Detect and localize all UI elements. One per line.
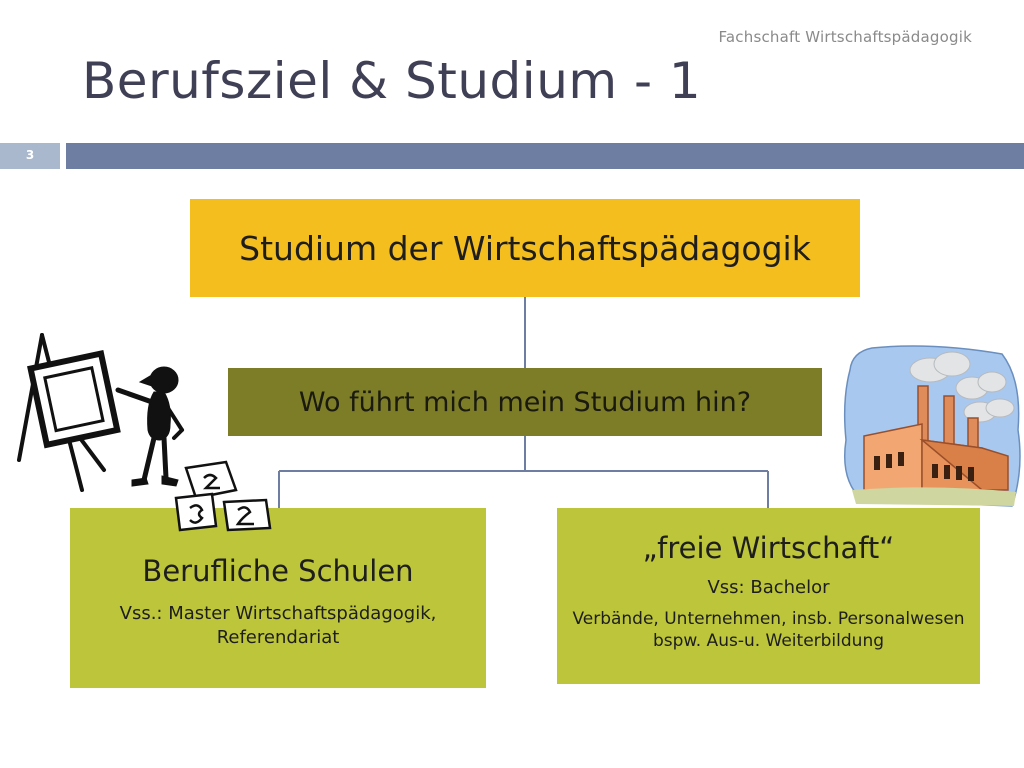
department-label: Fachschaft Wirtschaftspädagogik (718, 28, 972, 46)
node-studium: Studium der Wirtschaftspädagogik (190, 199, 860, 297)
factory-clipart (843, 345, 1021, 507)
node-studium-label: Studium der Wirtschaftspädagogik (239, 228, 811, 268)
node-freie-wirtschaft-subtext1: Vss: Bachelor (707, 576, 830, 598)
node-freie-wirtschaft-heading: „freie Wirtschaft“ (642, 530, 895, 565)
node-freie-wirtschaft-subtext2: Verbände, Unternehmen, insb. Personalwes… (572, 608, 965, 651)
slide-title: Berufsziel & Studium - 1 (82, 52, 702, 110)
node-freie-wirtschaft: „freie Wirtschaft“ Vss: Bachelor Verbänd… (557, 508, 980, 684)
node-question: Wo führt mich mein Studium hin? (228, 368, 822, 436)
title-bar (66, 143, 1024, 169)
teacher-easel-clipart (17, 333, 272, 532)
node-berufliche-schulen: Berufliche Schulen Vss.: Master Wirtscha… (70, 508, 486, 688)
slide-number: 3 (0, 143, 60, 169)
node-berufliche-schulen-subtext: Vss.: Master Wirtschaftspädagogik, Refer… (119, 603, 437, 648)
node-question-label: Wo führt mich mein Studium hin? (298, 386, 752, 418)
node-berufliche-schulen-heading: Berufliche Schulen (142, 554, 414, 588)
